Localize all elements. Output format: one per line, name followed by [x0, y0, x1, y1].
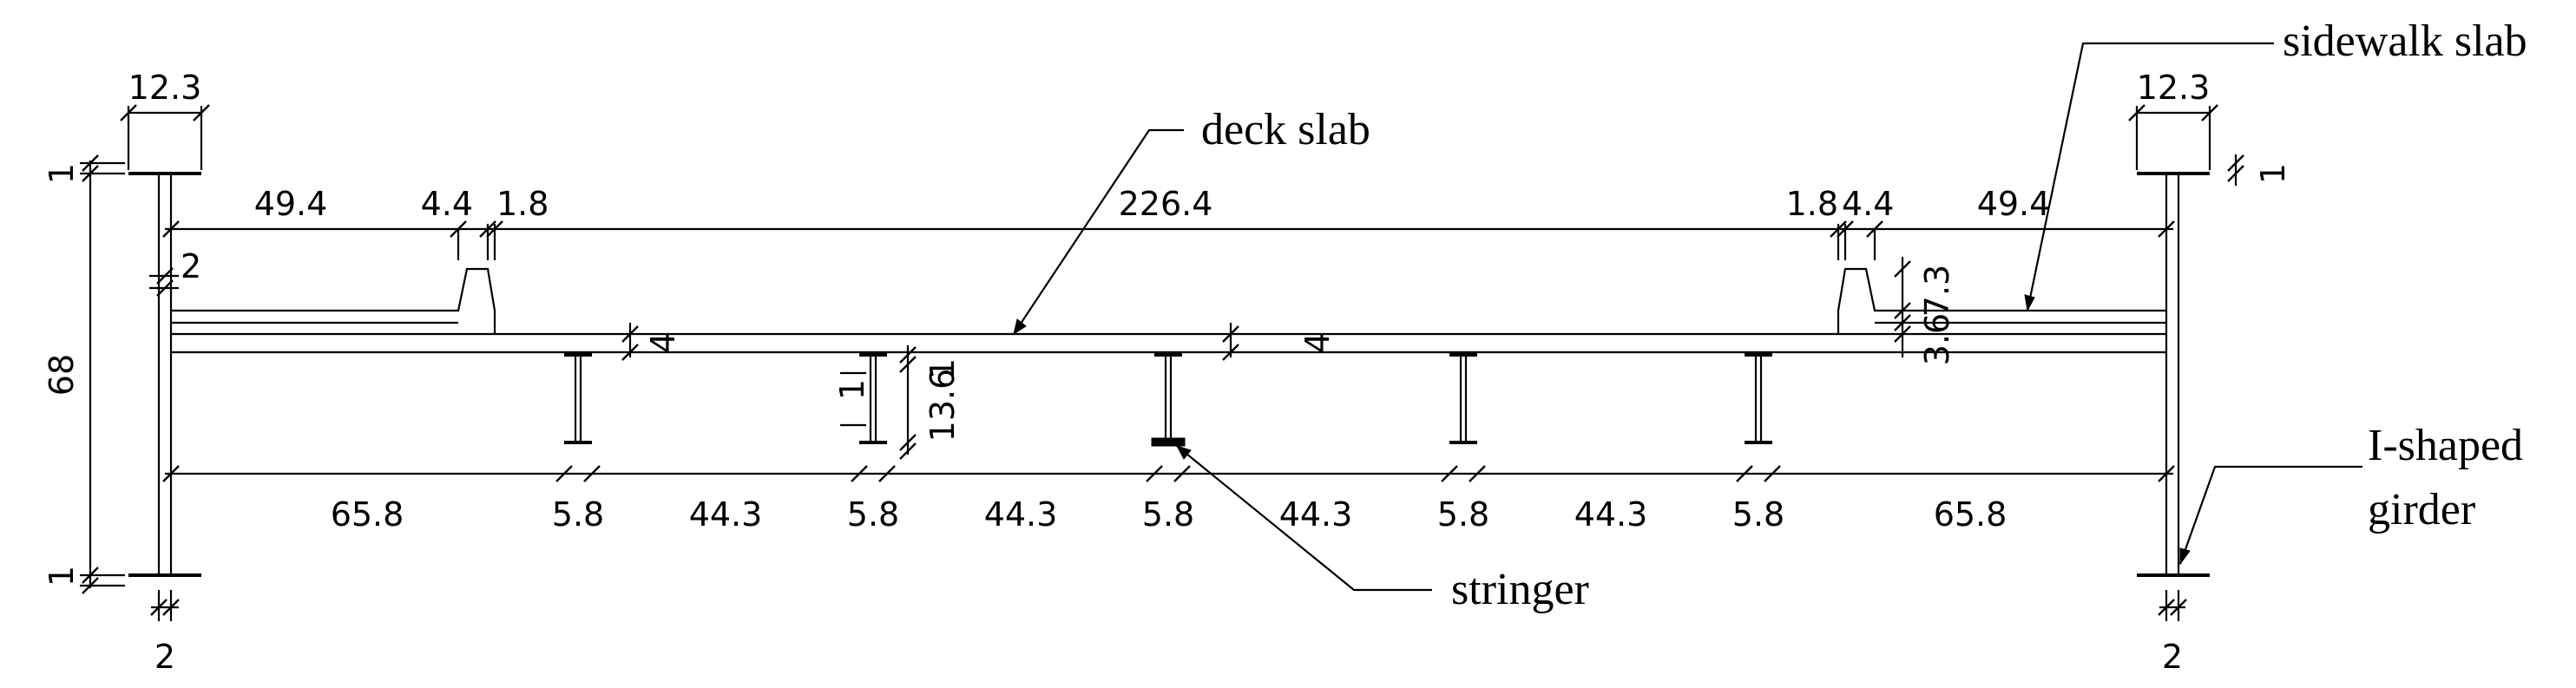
top-dimension-line: 49.4 4.4 1.8 226.4 1.8 4.4 49.4	[161, 185, 2176, 260]
stringer-1	[564, 353, 592, 444]
left-girder	[128, 172, 201, 577]
label-sidewalk-slab: sidewalk slab	[2024, 16, 2527, 312]
left-girder-dimensions: 12.3 1 1 68 2 2 4	[43, 69, 682, 676]
dim-flange-width-right: 12.3	[2137, 69, 2211, 107]
dim-stringer-top: 1	[923, 358, 962, 379]
dim-flange-thk-right-top: 1	[2254, 163, 2292, 184]
dim-bottom-4: 44.3	[984, 495, 1058, 534]
dim-stringer-flange: 1	[833, 379, 871, 400]
dim-sidewalk-left: 49.4	[254, 185, 328, 223]
dim-bottom-0: 65.8	[331, 495, 404, 534]
stringer-3	[1151, 353, 1186, 447]
stringers	[564, 353, 1772, 447]
right-girder-dimensions: 12.3 1 2 7.3 3.6	[1893, 69, 2292, 676]
left-sidewalk-slab	[171, 267, 496, 334]
stringer-2	[859, 353, 887, 444]
dim-sidewalk-right: 49.4	[1977, 185, 2051, 223]
dim-curb-right-b: 4.4	[1842, 185, 1894, 223]
dim-curb-left-b: 1.8	[496, 185, 549, 223]
stringer-dimensions: 1 13.6 1 4	[833, 323, 1337, 461]
dim-bottom-9: 5.8	[1732, 495, 1784, 534]
stringer-5	[1745, 353, 1772, 444]
dim-curb-right-a: 1.8	[1786, 185, 1838, 223]
dim-web-right: 2	[2162, 638, 2183, 676]
bottom-dimension-line: 65.8 5.8 44.3 5.8 44.3 5.8 44.3 5.8 44.3…	[161, 464, 2176, 534]
dim-bottom-3: 5.8	[847, 495, 899, 534]
dim-bottom-5: 5.8	[1142, 495, 1194, 534]
label-sidewalk-slab-text: sidewalk slab	[2283, 16, 2527, 66]
dim-bottom-8: 44.3	[1574, 495, 1648, 534]
dim-deck-thk-left: 4	[644, 332, 682, 353]
label-deck-slab: deck slab	[1013, 105, 1370, 336]
dim-bottom-10: 65.8	[1934, 495, 2008, 534]
label-i-shaped-girder: I-shaped girder	[2178, 421, 2523, 566]
dim-flange-width-left: 12.3	[128, 69, 202, 107]
right-sidewalk-slab	[1837, 267, 2166, 334]
dim-bottom-1: 5.8	[552, 495, 604, 534]
dim-deck-width: 226.4	[1119, 185, 1213, 223]
dim-flange-thk-left-bottom: 1	[43, 566, 81, 586]
dim-bottom-7: 5.8	[1437, 495, 1489, 534]
dim-web-gap-left: 2	[181, 247, 201, 285]
dim-bottom-6: 44.3	[1279, 495, 1353, 534]
deck-slab	[171, 332, 2166, 354]
dim-web-left: 2	[154, 638, 175, 676]
dim-curb-left-a: 4.4	[421, 185, 473, 223]
dim-deck-thk-center: 4	[1298, 332, 1337, 353]
label-girder-line1: I-shaped	[2368, 421, 2523, 470]
dim-sidewalk-height: 7.3	[1918, 265, 1956, 317]
dim-stringer-depth: 13.6	[923, 369, 962, 442]
label-deck-slab-text: deck slab	[1201, 105, 1370, 154]
dim-girder-height: 68	[43, 354, 81, 396]
stringer-4	[1449, 353, 1477, 444]
label-stringer-text: stringer	[1451, 565, 1589, 614]
label-stringer: stringer	[1175, 445, 1589, 614]
right-girder	[2137, 172, 2210, 577]
dim-bottom-2: 44.3	[689, 495, 763, 534]
dim-sidewalk-gap: 3.6	[1918, 313, 1956, 365]
dim-flange-thk-left-top: 1	[43, 163, 81, 184]
label-girder-line2: girder	[2368, 485, 2475, 534]
